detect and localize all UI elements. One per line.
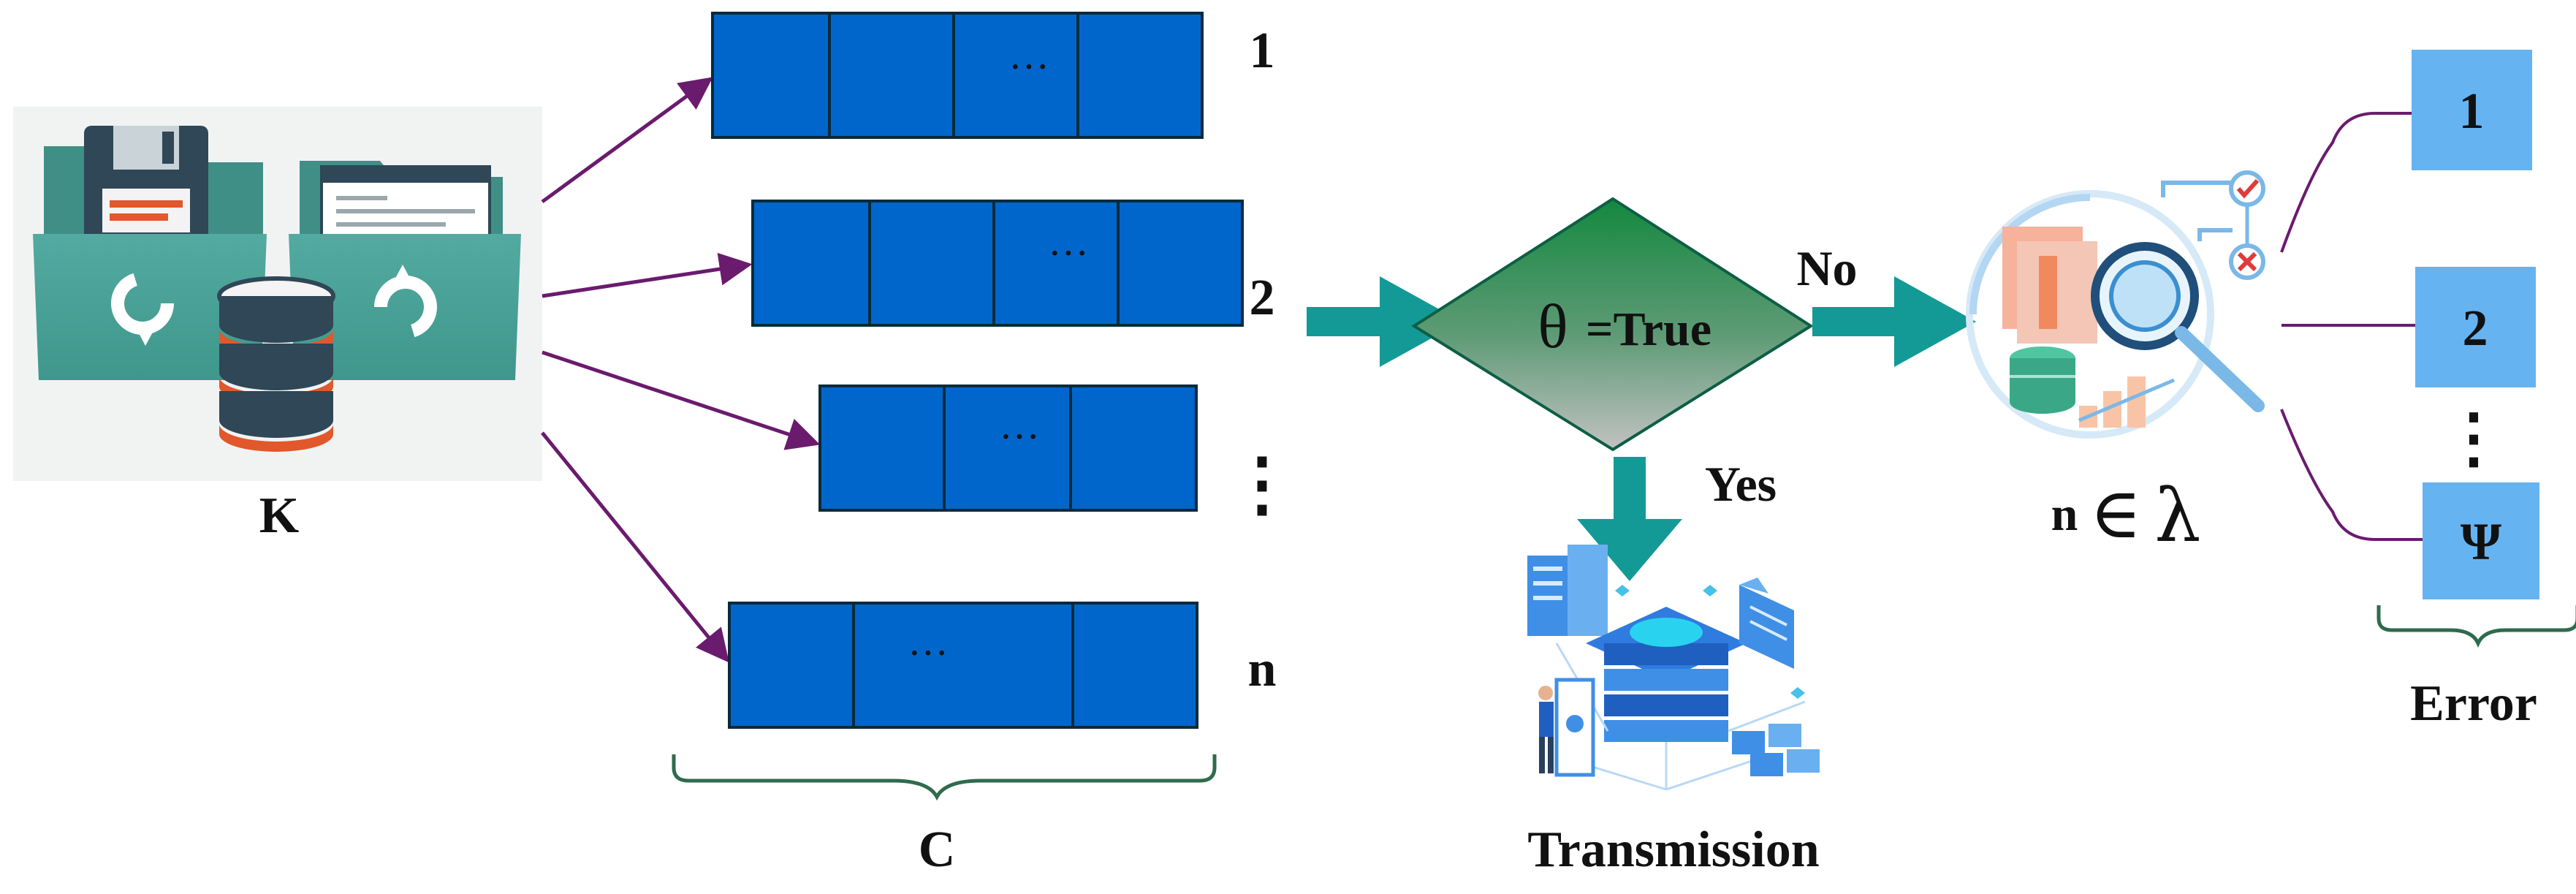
block-row-2: ··· xyxy=(751,200,1244,327)
server-rack-icon xyxy=(1527,545,1608,636)
error-box-label-psi: Ψ xyxy=(2461,512,2501,571)
person-icon xyxy=(1538,678,1595,777)
error-box-label-2: 2 xyxy=(2463,300,2488,357)
transmission-label: Transmission xyxy=(1527,822,1819,878)
row-index-label-2: 2 xyxy=(1250,270,1275,326)
row-index-label-1: 1 xyxy=(1250,23,1275,79)
error-box-label-1: 1 xyxy=(2459,83,2485,140)
decision-theta: θ xyxy=(1538,291,1568,361)
blocks-group-label: C xyxy=(919,822,956,878)
row-ellipsis: ··· xyxy=(1008,45,1049,90)
block-row-3: ··· xyxy=(818,385,1198,512)
decision-condition: =True xyxy=(1586,303,1711,356)
yes-label: Yes xyxy=(1705,456,1777,512)
arrow-to-row-2 xyxy=(542,252,753,298)
analysis-elem: ∈ xyxy=(2089,472,2141,554)
bar-chart-icon xyxy=(2079,376,2146,428)
arrow-to-row-3 xyxy=(542,350,821,450)
floppy-disk-icon xyxy=(84,126,208,243)
error-group-label: Error xyxy=(2410,675,2537,732)
row-ellipsis: ··· xyxy=(1048,231,1089,276)
blocks-brace xyxy=(672,754,1217,801)
decision-diamond: θ =True xyxy=(1411,197,1814,452)
row-index-label-n: n xyxy=(1248,641,1277,697)
error-box-psi: Ψ xyxy=(2423,482,2539,599)
error-connectors xyxy=(2280,112,2423,541)
small-database-icon xyxy=(2010,346,2075,414)
row-ellipsis: ··· xyxy=(999,414,1040,460)
arrow-to-row-n xyxy=(541,431,729,663)
analysis-lambda: λ xyxy=(2154,473,2200,558)
check-icon xyxy=(2229,170,2265,207)
central-server-icon xyxy=(1586,607,1747,742)
analysis-n: n xyxy=(2051,488,2078,541)
error-vdots: ⋮ xyxy=(2441,403,2507,475)
arrow-blocks-to-decision xyxy=(1307,276,1462,367)
magnifier-icon xyxy=(2091,242,2265,412)
left-folder-icon xyxy=(33,234,267,380)
storage-blocks-icon xyxy=(1732,724,1820,776)
error-brace xyxy=(2376,605,2576,648)
source-label: K xyxy=(259,488,299,544)
cross-icon xyxy=(2229,243,2265,280)
source-illustration xyxy=(13,107,542,481)
database-icon xyxy=(217,276,335,452)
sync-arrow-icon-left xyxy=(111,272,174,346)
row-ellipsis: ··· xyxy=(908,631,949,676)
analysis-illustration xyxy=(1966,170,2265,439)
sync-arrow-icon-right xyxy=(374,265,437,338)
block-row-n: ··· xyxy=(728,602,1198,729)
right-folder-icon xyxy=(289,234,521,380)
arrow-no xyxy=(1812,276,1976,367)
row-vdots-label: ⋮ xyxy=(1227,445,1297,523)
block-row-1: ··· xyxy=(711,12,1204,139)
error-box-1: 1 xyxy=(2412,50,2532,170)
no-label: No xyxy=(1796,240,1857,296)
source-to-blocks-arrows xyxy=(541,77,821,663)
arrow-to-row-1 xyxy=(541,77,713,204)
error-box-2: 2 xyxy=(2415,267,2536,387)
analysis-set-label: n ∈ λ xyxy=(2051,472,2201,558)
block-rows: ··· 1 ··· 2 ··· ⋮ ··· n C xyxy=(672,12,1297,878)
cloud-folder-icon xyxy=(1739,577,1794,669)
transmission-illustration xyxy=(1527,545,1820,791)
